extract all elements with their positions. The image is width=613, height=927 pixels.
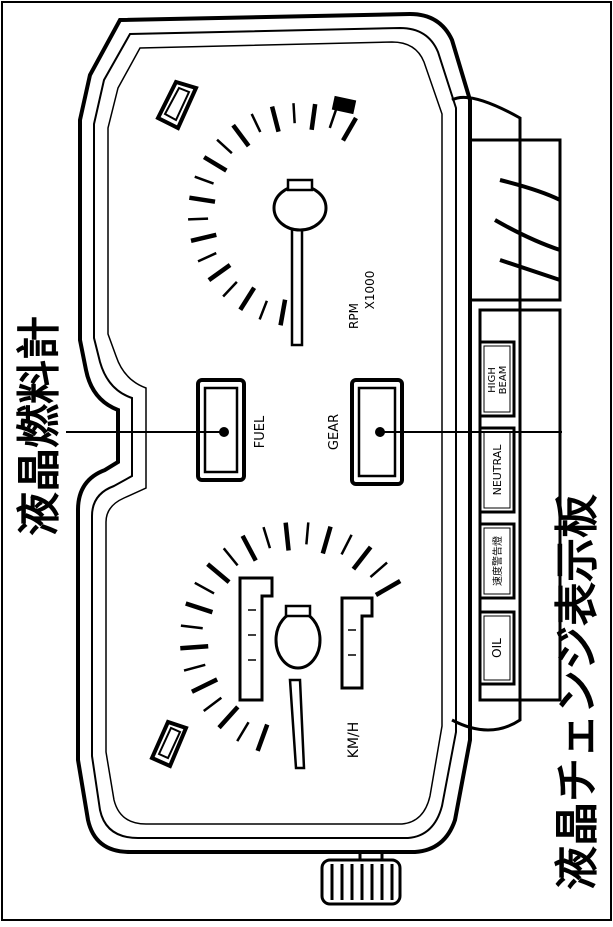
tachometer-rpm-label: RPM: [347, 303, 361, 329]
bracket-housing: [468, 138, 562, 302]
speedometer-tick-marks: [180, 522, 402, 752]
tachometer-tick: [328, 108, 338, 129]
tachometer-tick: [231, 123, 251, 148]
speedometer-tick: [185, 601, 214, 615]
tachometer-tick: [216, 138, 233, 155]
speedometer-tick: [255, 723, 270, 752]
top-corner-lamp: [155, 79, 199, 131]
fuel-display: FUEL: [196, 378, 268, 482]
speedometer-tick: [240, 534, 258, 562]
speedometer-tick: [236, 721, 250, 742]
indicator-speed-warning: 速度警告燈: [478, 522, 516, 600]
tachometer-tick: [258, 300, 269, 320]
indicator-high-beam: HIGH BEAM: [478, 340, 516, 418]
trip-reset-knob: [320, 850, 402, 906]
speedometer-tick: [183, 663, 206, 672]
tachometer-redline: [331, 95, 357, 115]
speedometer-tick: [206, 562, 231, 584]
tachometer-tick: [238, 286, 257, 311]
gear-label: GEAR: [327, 414, 342, 450]
instrument-housing: [76, 11, 472, 854]
tachometer-tick: [341, 116, 358, 142]
tachometer-scale-label: X1000: [363, 271, 377, 310]
speedometer-needle: [274, 604, 322, 770]
tachometer-tick: [269, 105, 281, 133]
indicator-neutral-label: NEUTRAL: [491, 444, 504, 496]
speedometer-tick: [194, 581, 215, 595]
speedometer-tick: [369, 561, 388, 578]
bracket-cylinder: [494, 178, 561, 282]
speedometer-tick: [203, 696, 223, 713]
tachometer-tick: [292, 103, 296, 124]
speedometer-bar-graph-left: [238, 576, 274, 702]
tachometer: RPM X1000: [188, 95, 377, 347]
tachometer-tick: [309, 103, 318, 131]
instrument-face: [105, 41, 443, 825]
tachometer-tick: [207, 263, 232, 282]
speedometer-tick: [190, 677, 219, 694]
tachometer-tick: [250, 113, 262, 133]
speedometer-unit-label: KM/H: [346, 722, 362, 759]
speedometer-tick: [305, 522, 310, 545]
indicator-high-beam-line1: HIGH: [487, 367, 498, 393]
speedometer-tick: [374, 579, 402, 597]
tachometer-tick: [188, 195, 216, 204]
gear-indicator-callout: 液晶チェンジ表示板: [552, 494, 603, 890]
speedometer-tick: [283, 522, 291, 551]
indicator-speed-warning-label: 速度警告燈: [491, 536, 504, 586]
tachometer-tick-marks: [188, 103, 358, 326]
speedometer-tick: [320, 525, 333, 555]
instrument-housing-inner: [91, 26, 457, 839]
speedometer-tick: [351, 545, 373, 571]
speedometer-tick: [340, 534, 353, 556]
tachometer-tick: [222, 281, 238, 298]
tachometer-tick: [188, 217, 209, 221]
tachometer-tick: [190, 232, 217, 244]
speedometer-tick: [217, 705, 240, 730]
mounting-bracket: [451, 95, 522, 732]
fuel-gauge-callout: 液晶燃料計: [14, 316, 65, 536]
indicator-neutral: NEUTRAL: [478, 426, 516, 514]
speedometer: KM/H: [180, 522, 402, 770]
fuel-label: FUEL: [253, 415, 268, 448]
bottom-corner-lamp: [149, 719, 189, 769]
speedometer-tick: [222, 547, 239, 567]
indicator-oil-label: OIL: [490, 638, 504, 658]
tachometer-tick: [197, 251, 217, 263]
tachometer-tick: [202, 155, 228, 173]
speedometer-tick: [262, 526, 272, 549]
indicator-oil: OIL: [478, 610, 516, 686]
tachometer-tick: [194, 175, 214, 185]
speedometer-bar-graph-right: [340, 596, 374, 690]
tachometer-tick: [278, 299, 288, 326]
tachometer-needle: [272, 178, 328, 347]
indicator-high-beam-line2: BEAM: [498, 366, 509, 395]
speedometer-tick: [180, 644, 209, 651]
speedometer-tick: [180, 624, 203, 630]
